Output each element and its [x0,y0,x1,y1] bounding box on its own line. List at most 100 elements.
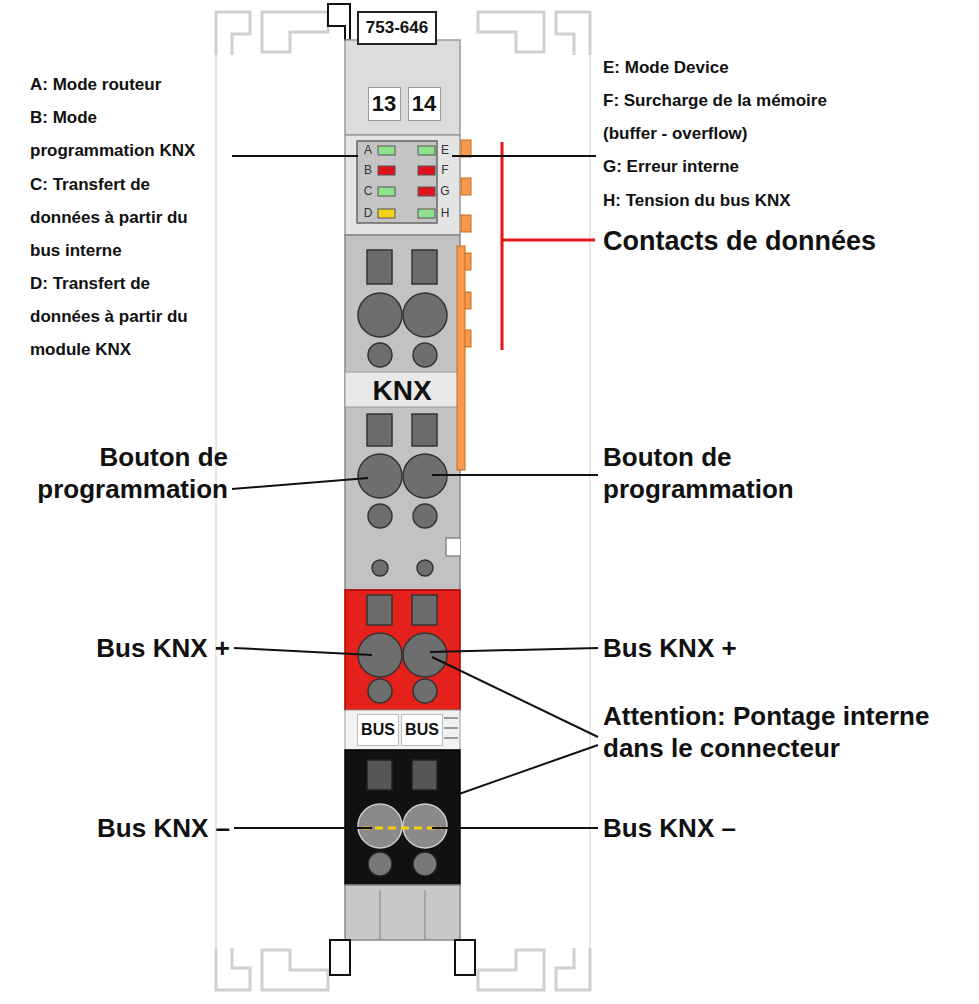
bracket [502,142,595,350]
rail-outline [216,948,250,990]
test-hole [368,679,392,703]
terminal-label: Bus KNX + [30,632,230,664]
test-hole [413,852,437,876]
rail-outline [216,12,590,990]
terminal-opening [358,804,402,848]
led-letter: C [361,184,375,198]
data-contact [461,140,471,157]
terminal [358,250,447,576]
terminal-label: Bus KNX – [603,812,803,844]
bottom-clip [330,940,475,975]
terminal-opening [358,293,402,337]
terminal-label: Bus KNX + [603,632,803,664]
leader-line [452,155,596,157]
terminal-opening [403,293,447,337]
module-bottom-lines [380,890,425,940]
red-connector [345,590,460,710]
module-name: KNX [346,375,458,407]
box-text: 13 [372,91,396,117]
internal-bridge [362,827,442,830]
led-letter: B [361,163,375,177]
rail-outline [556,948,590,990]
black-connector [345,750,460,885]
terminal-slot [412,760,437,790]
box-text: BUS [361,721,395,739]
leader-line [232,155,358,157]
led-area [345,135,460,235]
bus-marker: BUS [401,714,443,746]
body-notch [446,538,460,556]
test-hole [368,504,392,528]
rail-outline [262,12,328,52]
led-legend-text: D: Transfert de données à partir du modu… [30,267,220,366]
bus-band [345,710,460,750]
terminal-opening [403,804,447,848]
data-contact-bar [457,246,465,470]
led-legend-text: F: Surcharge de la mémoire (buffer - ove… [603,84,871,150]
rail-outline [262,950,328,990]
terminal-label: Bus KNX – [30,812,230,844]
terminal-opening [403,633,447,677]
terminal-slot [412,414,437,446]
small-hole [372,560,388,576]
led-letter: G [438,184,452,198]
rail-outline [478,950,544,990]
led-letter: H [438,206,452,220]
small-hole [417,560,433,576]
warning-note: Attention: Pontage interne dans le conne… [603,700,943,764]
led [378,146,435,218]
test-hole [413,679,437,703]
leader-line [432,657,598,737]
box-text: BUS [405,721,439,739]
bus-band-ribs [444,718,458,738]
bus-marker: BUS [357,714,399,746]
led [378,209,395,218]
part-label: Contacts de données [603,224,943,258]
leader-line [234,648,372,655]
led [378,146,395,155]
rail-outline [478,12,544,52]
led-legend-text: C: Transfert de données à partir du bus … [30,168,220,267]
module-body [345,235,460,590]
led-legend-text: G: Erreur interne [603,150,871,183]
terminal [358,595,447,703]
led-legend-text: A: Mode routeur [30,68,220,101]
module-top [345,40,460,135]
rail-outline [556,12,590,55]
leader-line [234,827,372,829]
channel-number-box: 14 [408,87,441,121]
led-letter: E [438,143,452,157]
led-legend-text: B: Mode programmation KNX [30,101,220,167]
terminal-slot [412,250,437,284]
box-text: 14 [412,91,436,117]
programming-button [358,454,402,498]
led-letter: D [361,206,375,220]
module-number-box: 753-646 [357,11,437,45]
led-letter: F [438,163,452,177]
top-clip [328,4,350,40]
leader-line [432,827,598,829]
rail-outline [216,12,250,55]
led [378,187,395,196]
led [418,209,435,218]
box-text: 753-646 [366,18,428,38]
terminal-slot [367,760,392,790]
test-hole [413,504,437,528]
led-panel [357,141,437,223]
test-hole [368,852,392,876]
knx-band [345,372,460,407]
part-label: Bouton de programmation [18,441,228,505]
part-label: Bouton de programmation [603,441,813,505]
leader-line [432,474,598,476]
leader-line [430,648,598,652]
leader-line [442,745,598,800]
led [418,146,435,155]
led [418,187,435,196]
led [378,166,395,175]
terminal-slot [412,595,437,625]
module-bottom [345,885,460,940]
leader-line [232,478,368,489]
test-hole [368,343,392,367]
test-hole [413,343,437,367]
